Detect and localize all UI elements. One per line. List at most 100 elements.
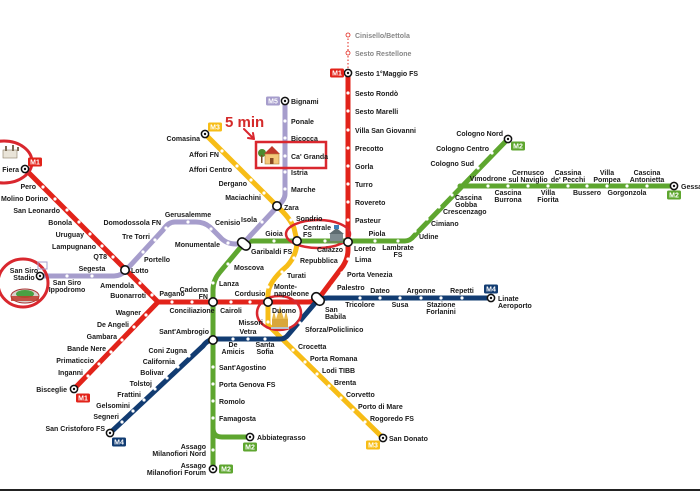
station-dot[interactable] xyxy=(65,274,69,278)
station-monumentale[interactable]: Monumentale xyxy=(175,241,230,249)
station-dot[interactable] xyxy=(211,365,215,369)
station-brenta[interactable]: Brenta xyxy=(327,380,356,388)
station-caiazzo[interactable]: Caiazzo xyxy=(317,239,343,254)
station-villa-san-giovanni[interactable]: Villa San Giovanni xyxy=(346,128,416,135)
station-gerusalemme[interactable]: Gerusalemme xyxy=(165,212,211,224)
station-bussero[interactable]: Bussero xyxy=(573,184,601,197)
station-inganni[interactable]: Inganni xyxy=(58,370,90,378)
station-dot[interactable] xyxy=(211,281,215,285)
station-dot[interactable] xyxy=(100,244,104,248)
station-bicocca[interactable]: Bicocca xyxy=(283,136,318,143)
station-dot[interactable] xyxy=(605,184,609,188)
station-dot[interactable] xyxy=(346,182,350,186)
station-gorgonzola[interactable]: Gorgonzola xyxy=(608,184,647,197)
station-dot[interactable] xyxy=(211,399,215,403)
station-porto-di-mare[interactable]: Porto di Mare xyxy=(351,404,403,412)
station-san-donato[interactable]: San Donato xyxy=(378,433,428,443)
station-wagner[interactable]: Wagner xyxy=(116,310,148,317)
station-dot[interactable] xyxy=(346,257,350,261)
interchange-marker[interactable] xyxy=(208,296,219,307)
station-dot[interactable] xyxy=(283,154,287,158)
station-dot[interactable] xyxy=(396,239,400,243)
station-dot[interactable] xyxy=(88,232,92,236)
station-porta-venezia[interactable]: Porta Venezia xyxy=(340,271,393,279)
station-dot[interactable] xyxy=(346,109,350,113)
station-dot[interactable] xyxy=(150,293,154,297)
station-dot[interactable] xyxy=(398,296,402,300)
station-precotto[interactable]: Precotto xyxy=(346,146,383,153)
station-dot[interactable] xyxy=(266,320,270,324)
station-qt8[interactable]: QT8 xyxy=(93,254,115,261)
station-porta-genova-fs[interactable]: Porta Genova FS xyxy=(211,382,276,389)
station-sesto-marelli[interactable]: Sesto Marelli xyxy=(346,109,398,116)
station-dot[interactable] xyxy=(231,337,235,341)
station-sesto-restellone[interactable]: Sesto Restellone xyxy=(345,50,412,58)
station-dot[interactable] xyxy=(120,420,124,424)
station-portello[interactable]: Portello xyxy=(141,250,170,264)
station-frattini[interactable]: Frattini xyxy=(117,392,146,402)
station-dot[interactable] xyxy=(176,365,180,369)
station-san-leonardo[interactable]: San Leonardo xyxy=(13,208,69,215)
station-rogoredo-fs[interactable]: Rogoredo FS xyxy=(363,416,414,424)
station-duomo[interactable]: Duomo xyxy=(262,296,296,315)
station-dergano[interactable]: Dergano xyxy=(219,178,253,188)
station-rho-fiera[interactable]: Rho Fiera xyxy=(0,164,30,174)
station-dot[interactable] xyxy=(153,387,157,391)
station-susa[interactable]: Susa xyxy=(392,296,409,309)
station-maciachini[interactable]: Maciachini xyxy=(225,191,266,202)
station-lotto[interactable]: Lotto xyxy=(120,264,149,275)
station-cenisio[interactable]: Cenisio xyxy=(209,220,240,231)
station-gessate[interactable]: Gessate xyxy=(669,181,700,191)
station-dot[interactable] xyxy=(291,348,295,352)
station-dot[interactable] xyxy=(437,205,441,209)
station-dot[interactable] xyxy=(109,350,113,354)
station-dot[interactable] xyxy=(144,313,148,317)
station-dot[interactable] xyxy=(41,185,45,189)
station-tolstoj[interactable]: Tolstoj xyxy=(130,381,157,391)
station-bignami[interactable]: Bignami xyxy=(280,96,319,106)
station-affori-fn[interactable]: Affori FN xyxy=(189,149,224,159)
station-gelsomini[interactable]: Gelsomini xyxy=(96,403,135,413)
station-segneri[interactable]: Segneri xyxy=(93,414,124,424)
station-dot[interactable] xyxy=(142,398,146,402)
station-dot[interactable] xyxy=(165,376,169,380)
station-pagano[interactable]: Pagano xyxy=(159,291,185,304)
station-crescenzago[interactable]: Crescenzago xyxy=(437,205,487,216)
station-dot[interactable] xyxy=(566,184,570,188)
station-dot[interactable] xyxy=(425,217,429,221)
station-dot[interactable] xyxy=(226,262,230,266)
interchange-marker[interactable] xyxy=(120,264,131,275)
station-dot[interactable] xyxy=(272,239,276,243)
station-gambara[interactable]: Gambara xyxy=(87,334,124,342)
station-tricolore[interactable]: Tricolore xyxy=(345,296,375,309)
station-dot[interactable] xyxy=(111,255,115,259)
station-pero[interactable]: Pero xyxy=(20,184,45,191)
station-affori-centro[interactable]: Affori Centro xyxy=(189,164,239,174)
station-sant-ambrogio[interactable]: Sant'Ambrogio xyxy=(159,329,219,345)
station-san-cristoforo-fs[interactable]: San Cristoforo FS xyxy=(45,426,115,438)
station-dot[interactable] xyxy=(246,337,250,341)
station-dot[interactable] xyxy=(260,220,264,224)
station-dot[interactable] xyxy=(346,200,350,204)
station-buonarroti[interactable]: Buonarroti xyxy=(110,293,154,300)
station-conciliazione[interactable]: Conciliazione xyxy=(169,300,215,315)
station-porta-romana[interactable]: Porta Romana xyxy=(303,356,358,364)
station-turro[interactable]: Turro xyxy=(346,182,373,189)
station-dot[interactable] xyxy=(413,229,417,233)
station-dot[interactable] xyxy=(490,151,494,155)
station-piola[interactable]: Piola xyxy=(369,231,386,243)
station-zara[interactable]: Zara xyxy=(271,201,299,212)
station-dot[interactable] xyxy=(315,372,319,376)
station-dot[interactable] xyxy=(506,184,510,188)
station-dot[interactable] xyxy=(289,218,293,222)
station-dot[interactable] xyxy=(229,300,233,304)
